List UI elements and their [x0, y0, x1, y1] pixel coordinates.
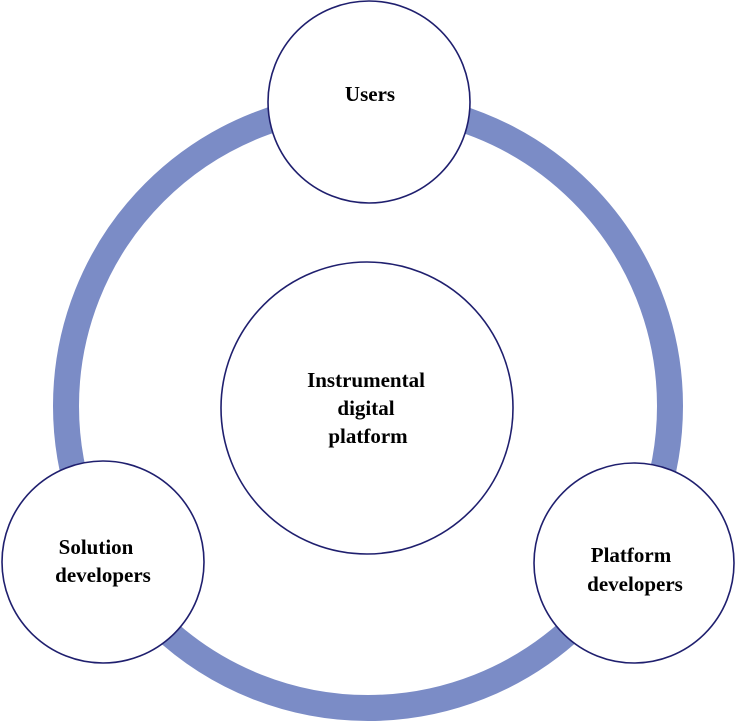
platform-developers-node-circle — [533, 462, 735, 664]
users-node-circle — [267, 0, 471, 204]
solution-developers-node: Solution developers — [1, 460, 205, 664]
center-node-label-line2: digital — [337, 396, 394, 420]
platform-developers-node: Platform developers — [533, 462, 735, 664]
users-node: Users — [267, 0, 471, 204]
platform-developers-label-line2: developers — [587, 572, 683, 596]
center-node-circle — [220, 261, 514, 555]
center-node-label-line3: platform — [328, 424, 408, 448]
solution-developers-node-circle — [1, 460, 205, 664]
platform-developers-label-line1: Platform — [591, 543, 672, 567]
solution-developers-label-line1: Solution — [59, 535, 134, 559]
center-node-label-line1: Instrumental — [307, 368, 425, 392]
solution-developers-label-line2: developers — [55, 563, 151, 587]
center-node: Instrumental digital platform — [220, 261, 514, 555]
users-node-label: Users — [345, 82, 395, 106]
